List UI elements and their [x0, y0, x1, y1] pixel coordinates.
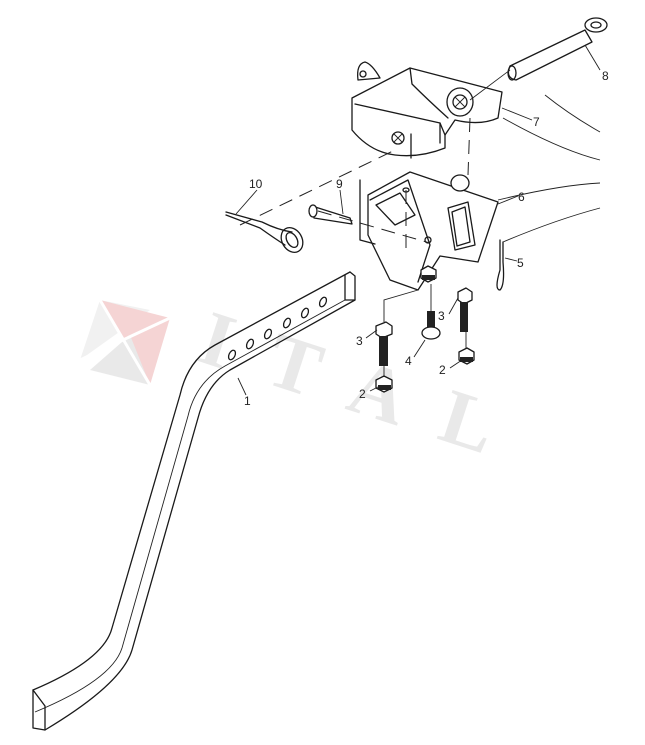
part-2-nut-right: [458, 347, 475, 365]
callout-8: 8: [602, 69, 609, 83]
callout-3: 3: [438, 309, 445, 323]
callout-4: 4: [405, 354, 412, 368]
part-2-nut-left: [375, 375, 393, 393]
callout-1: 1: [244, 394, 251, 408]
part-3-bolt-right: [457, 287, 473, 332]
bar-holes: [227, 296, 328, 361]
part-7-upper-bracket: [351, 61, 503, 159]
callout-9: 9: [336, 177, 343, 191]
leader-lines: [235, 44, 601, 396]
callout-2: 2: [359, 387, 366, 401]
part-4-flange-bolt: [421, 311, 441, 340]
callout-6: 6: [518, 190, 525, 204]
callout-5: 5: [517, 256, 524, 270]
watermark-logo: [79, 299, 171, 386]
part-6-lower-bracket: [359, 171, 499, 291]
callout-2: 2: [439, 363, 446, 377]
part-nut-top: [420, 265, 437, 283]
assembly-lines: [239, 69, 511, 376]
part-10-hair-pin: [225, 211, 304, 253]
part-9-clevis-pin: [308, 204, 353, 225]
callout-3: 3: [356, 334, 363, 348]
part-5-cotter-pin: [496, 239, 505, 291]
part-8-pin: [507, 17, 608, 81]
callout-7: 7: [533, 115, 540, 129]
callout-10: 10: [249, 177, 263, 191]
part-3-bolt-left: [375, 321, 393, 366]
part-1-bar: [32, 271, 356, 731]
